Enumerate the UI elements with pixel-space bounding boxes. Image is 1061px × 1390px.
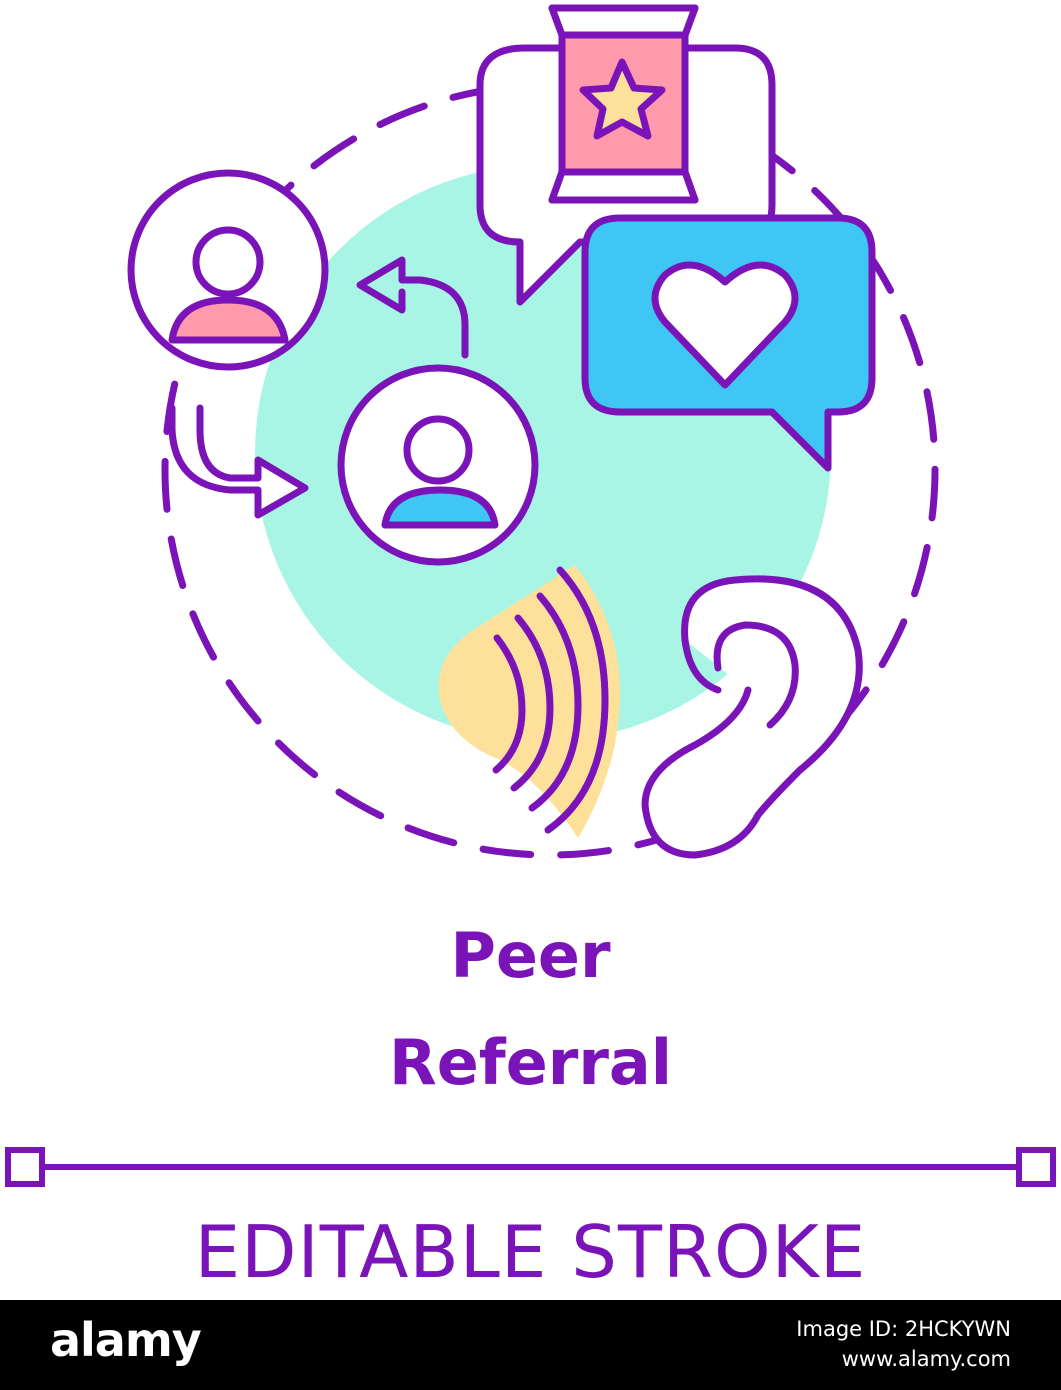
- user-icon: [337, 364, 539, 566]
- product-bag-icon: [548, 4, 699, 204]
- brand-wordmark: alamy: [50, 1313, 202, 1367]
- ear-icon: [641, 575, 863, 859]
- site-link[interactable]: www.alamy.com: [841, 1347, 1011, 1371]
- star-icon: [579, 58, 666, 140]
- page-subtitle: Referral: [388, 1026, 673, 1099]
- brand-logo: alamy: [50, 1313, 202, 1367]
- image-id: Image ID: 2HCKYWN: [796, 1317, 1011, 1341]
- heart-icon: [651, 261, 799, 389]
- editable-stroke-caption: EDITABLE STROKE: [194, 1210, 867, 1294]
- page-title: Peer: [450, 919, 611, 992]
- stock-footer: alamy Image ID: 2HCKYWN www.alamy.com: [0, 1300, 1061, 1390]
- editable-stroke-line-icon: [5, 1147, 1056, 1187]
- peer-referral-illustration: [5, 4, 1056, 1187]
- arrow-icon: [356, 256, 469, 359]
- user-icon: [127, 169, 329, 371]
- arrow-icon: [168, 404, 309, 519]
- image-id-block: Image ID: 2HCKYWN www.alamy.com: [796, 1314, 1011, 1374]
- sound-waves-icon: [438, 565, 621, 838]
